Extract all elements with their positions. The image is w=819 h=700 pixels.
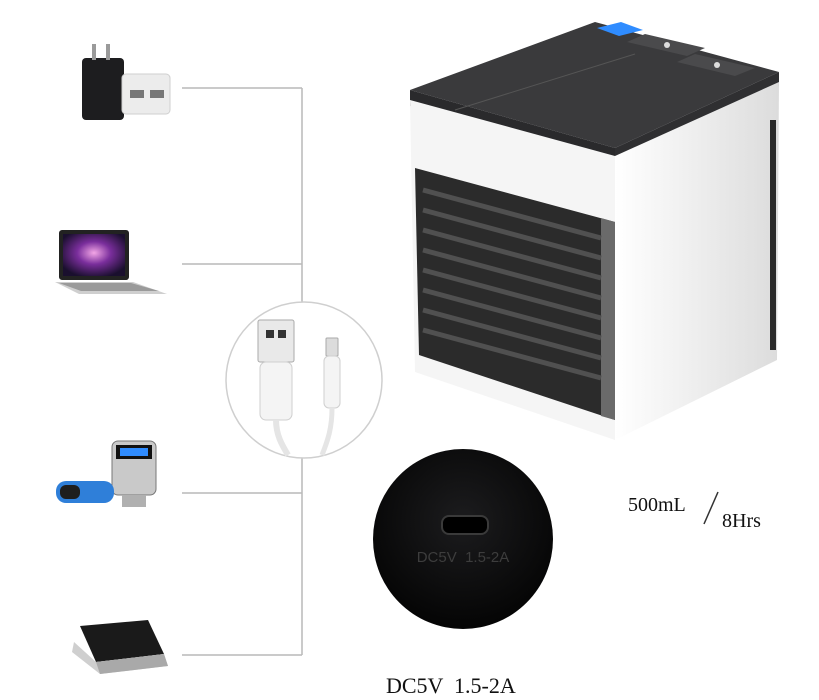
- power-bank-icon: [72, 620, 168, 674]
- air-cooler-product: [410, 22, 779, 440]
- laptop-icon: [55, 230, 167, 294]
- capacity-text: 500mL: [628, 494, 686, 516]
- runtime-text: 8Hrs: [722, 510, 761, 532]
- slash-divider: [703, 491, 719, 525]
- car-charger-icon: [56, 440, 157, 507]
- display-screen: [597, 22, 643, 36]
- port-label: DC5V 1.5-2A: [416, 549, 510, 566]
- power-spec-text: DC5V 1.5-2A: [386, 673, 516, 698]
- wall-charger-icon: [82, 44, 171, 120]
- usb-port-icon: [441, 515, 489, 535]
- usb-port-closeup: DC5V 1.5-2A: [373, 449, 553, 629]
- usb-cable-icon: [225, 301, 383, 459]
